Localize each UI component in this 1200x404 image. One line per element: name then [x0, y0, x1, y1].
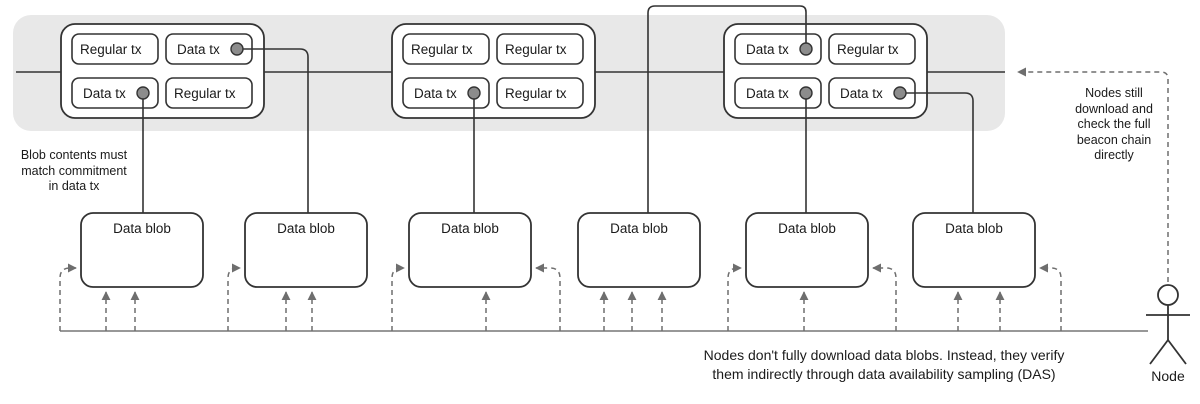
- block-2-tx-bottom-left-label: Data tx: [414, 86, 457, 101]
- blob-6-label: Data blob: [945, 221, 1003, 236]
- connector-b3tx-blob4: [647, 5, 807, 213]
- beacon-chain-pointer-path: [1017, 67, 1169, 300]
- blob-2-shape: [244, 212, 368, 288]
- right-note-line-3: check the full: [1077, 117, 1151, 131]
- block-1-tx-bottom-left-label: Data tx: [83, 86, 126, 101]
- right-note-line-1: Nodes still: [1085, 86, 1143, 100]
- block-2-tx-top-right-label: Regular tx: [505, 42, 567, 57]
- right-note-line-4: beacon chain: [1076, 132, 1152, 147]
- block-1-tx-bottom-right-label: Regular tx: [174, 86, 236, 101]
- node-actor-leg-right: [1167, 339, 1187, 365]
- connector-b3tx-blob6: [906, 92, 974, 213]
- block-3-tx-top-left-label: Data tx: [746, 42, 789, 57]
- block-1-shape: [60, 23, 265, 119]
- beacon-chain-pointer: [1017, 67, 1169, 300]
- blob-5-label: Data blob: [778, 221, 836, 236]
- block-2-tx-bottom-right-label: Regular tx: [505, 86, 567, 101]
- right-note: Nodes still download and check the full …: [1058, 86, 1170, 164]
- left-note: Blob contents must match commitment in d…: [8, 148, 140, 195]
- left-note-line-2: match commitment: [21, 163, 127, 178]
- block-3-tx-bottom-left-label: Data tx: [746, 86, 789, 101]
- bottom-caption-line-1: Nodes don't fully download data blobs. I…: [703, 347, 1065, 363]
- blob-4-label: Data blob: [610, 221, 668, 236]
- block-1-tx-top-right-label: Data tx: [177, 42, 220, 57]
- blob-3-shape: [408, 212, 532, 288]
- blob-4-shape: [577, 212, 701, 288]
- node-actor-head: [1157, 284, 1179, 306]
- blob-6-shape: [912, 212, 1036, 288]
- left-note-line-1: Blob contents must: [20, 148, 128, 162]
- left-note-line-3: in data tx: [48, 179, 100, 193]
- blob-1-shape: [80, 212, 204, 288]
- block-3-shape: [723, 23, 928, 119]
- block-2-tx-top-left-label: Regular tx: [411, 42, 473, 57]
- block-3-tx-top-right-label: Regular tx: [837, 42, 899, 57]
- das-sampling-arrows: [59, 263, 1062, 331]
- node-actor-label: Node: [1151, 368, 1185, 384]
- blob-5-shape: [745, 212, 869, 288]
- connector-b1tx-blob2: [243, 48, 309, 213]
- node-actor-leg-left: [1149, 339, 1169, 365]
- blob-2-label: Data blob: [277, 221, 335, 236]
- blob-3-label: Data blob: [441, 221, 499, 236]
- block-2-shape: [391, 23, 596, 119]
- commitment-connectors: [142, 5, 974, 213]
- bottom-caption-line-2: them indirectly through data availabilit…: [712, 366, 1056, 382]
- node-actor-figure: [1146, 284, 1190, 365]
- data-blobs-shapes: [80, 212, 1036, 288]
- blob-1-label: Data blob: [113, 221, 171, 236]
- right-note-line-5: directly: [1094, 148, 1134, 162]
- bottom-caption: Nodes don't fully download data blobs. I…: [660, 346, 1108, 384]
- block-3-tx-bottom-right-label: Data tx: [840, 86, 883, 101]
- right-note-line-2: download and: [1075, 101, 1153, 116]
- block-1-tx-top-left-label: Regular tx: [80, 42, 142, 57]
